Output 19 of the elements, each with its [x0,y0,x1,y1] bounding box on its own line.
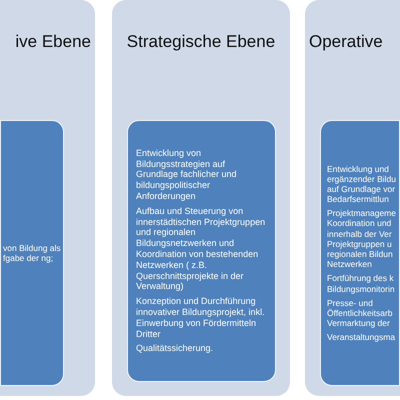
level-panel [112,0,290,396]
task-text: Projektmanageme Koordination und innerhalb der Ver Projektgruppen u regionalen Bildun Netzwerken [327,208,397,270]
panel-heading: Strategische Ebene [126,32,276,52]
task-text: Fortführung des k Bildungsmonitorin [327,273,396,294]
task-box [127,120,276,382]
task-box [0,120,64,386]
level-panel [305,0,400,396]
task-text: Qualitätssicherung. [136,343,214,354]
task-text: Entwicklung von Bildungsstrategien auf Grundlage fachlicher und bildungspolitischer Anforderungen [136,148,238,202]
task-text: Konzeption und Durchführung innovativer Bildungsprojekt, inkl. Einwerbung von Fördermitteln Dritter [136,296,266,340]
task-box [320,120,400,386]
task-text: Veranstaltungsma [327,332,396,342]
task-text: Presse- und Öffentlichkeitsarb Vermarktung der [327,298,394,328]
task-text: von Bildung als fgabe der ng; [3,242,61,264]
task-text: Entwicklung und ergänzender Bildu auf Grundlage vor Bedarfsermittlun [327,164,397,204]
task-text: Aufbau und Steuerung von innerstädtischen Projektgruppen und regionalen Bildungsnetzwerken und Koordination von bestehenden Netzwerken ( z.B. Querschnittsprojekte in der Verwaltung) [136,206,266,292]
panel-heading: Operative [308,32,384,52]
panel-heading: ive Ebene [14,32,92,52]
level-panel [0,0,95,396]
